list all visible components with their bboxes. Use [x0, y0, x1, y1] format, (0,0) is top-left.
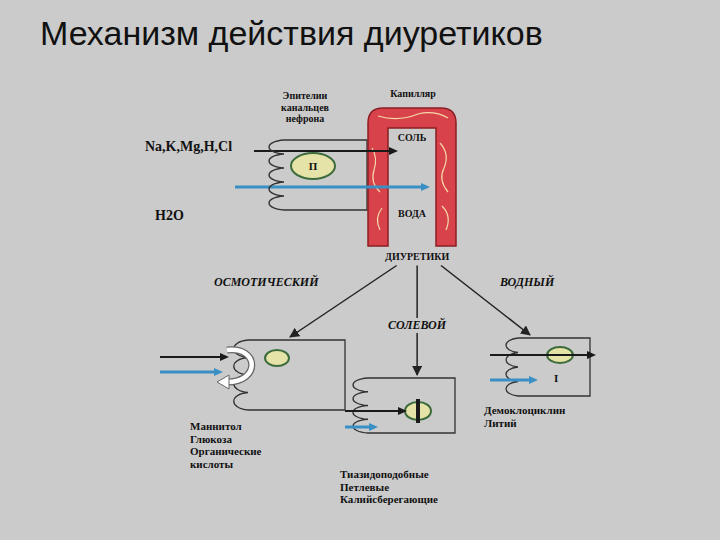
ion-flow-arrow-head: [398, 407, 407, 415]
node-text: Эпителии канальцев нефрона: [270, 90, 340, 125]
capillary-wall: [368, 108, 456, 246]
ion-flow-arrow-head: [389, 147, 398, 155]
water-flow-arrow: [490, 379, 531, 382]
ion-flow-arrow: [345, 410, 400, 412]
return-arrow-outline: [227, 350, 252, 382]
ion-flow-arrow: [490, 354, 589, 356]
water-flow-arrow: [366, 186, 423, 189]
capillary-texture: [377, 208, 382, 230]
node-subtext: СОЛЬ: [388, 132, 436, 144]
water-label: H2O: [155, 208, 184, 224]
epithelium-cell: Эпителии канальцев нефронаП: [262, 140, 367, 210]
node-text: ДИУРЕТИКИ: [383, 250, 451, 264]
water-flow-arrow: [160, 371, 216, 374]
node-outline: [490, 338, 590, 396]
cell-outline: [518, 338, 590, 396]
node-outline: [368, 88, 458, 246]
capillary-texture: [442, 206, 448, 230]
transporter-ellipse: [265, 350, 289, 366]
edge-label: ВОДНЫЙ: [498, 275, 556, 290]
node-text: Маннитол Глюкоза Органические кислоты: [190, 420, 285, 471]
node-text: П: [290, 152, 336, 180]
ion-list: Na,K,Mg,H,Cl: [145, 139, 232, 155]
water-flow-arrow-head: [369, 423, 378, 431]
diuretics-hub: ДИУРЕТИКИ: [383, 250, 451, 264]
blocker-bar: [416, 399, 420, 423]
water-flow-line: [235, 186, 369, 189]
return-arrow-head: [217, 375, 229, 389]
node-outline: [215, 340, 345, 410]
cell-outline: [368, 378, 455, 433]
cell-outline: [284, 140, 367, 210]
capillary: КапиллярСОЛЬ ВОДА: [368, 88, 458, 246]
capillary-texture: [372, 148, 380, 192]
membrane-wave: [269, 140, 284, 210]
aquatic-cell: Демоклоциклин Литий: [490, 338, 590, 396]
water-flow-arrow-head: [529, 376, 538, 384]
flow-marker: I: [554, 372, 558, 384]
edge-label: СОЛЕВОЙ: [386, 318, 448, 333]
capillary-texture: [440, 143, 448, 192]
ion-flow-arrow: [366, 150, 391, 152]
node-text: Демоклоциклин Литий: [484, 404, 584, 429]
node-subtext: ВОДА: [388, 208, 436, 220]
saline-cell: Тиазидоподобные Петлевые Калийсберегающи…: [340, 378, 455, 433]
pump-ellipse: [291, 153, 335, 179]
membrane-wave: [353, 378, 368, 433]
return-arrow: [227, 350, 252, 382]
pump-circle: П: [290, 152, 336, 180]
ion-flow-arrow-head: [587, 351, 596, 359]
node-text: Капилляр: [368, 88, 458, 100]
title: Механизм действия диуретиков: [40, 14, 543, 53]
edge-label: ОСМОТИЧЕСКИЙ: [212, 275, 320, 290]
capillary-texture: [378, 113, 448, 119]
ion-flow-arrow-head: [220, 353, 229, 361]
osmotic-cell: Маннитол Глюкоза Органические кислоты: [215, 340, 345, 410]
membrane-wave: [506, 338, 518, 396]
water-flow-arrow-head: [214, 368, 223, 376]
cell-outline: [248, 340, 345, 410]
water-flow-arrow-head: [421, 183, 430, 191]
node-outline: [340, 378, 455, 433]
node-text: Тиазидоподобные Петлевые Калийсберегающи…: [340, 468, 470, 506]
ion-flow-arrow: [160, 356, 222, 358]
water-flow-arrow: [345, 426, 371, 429]
